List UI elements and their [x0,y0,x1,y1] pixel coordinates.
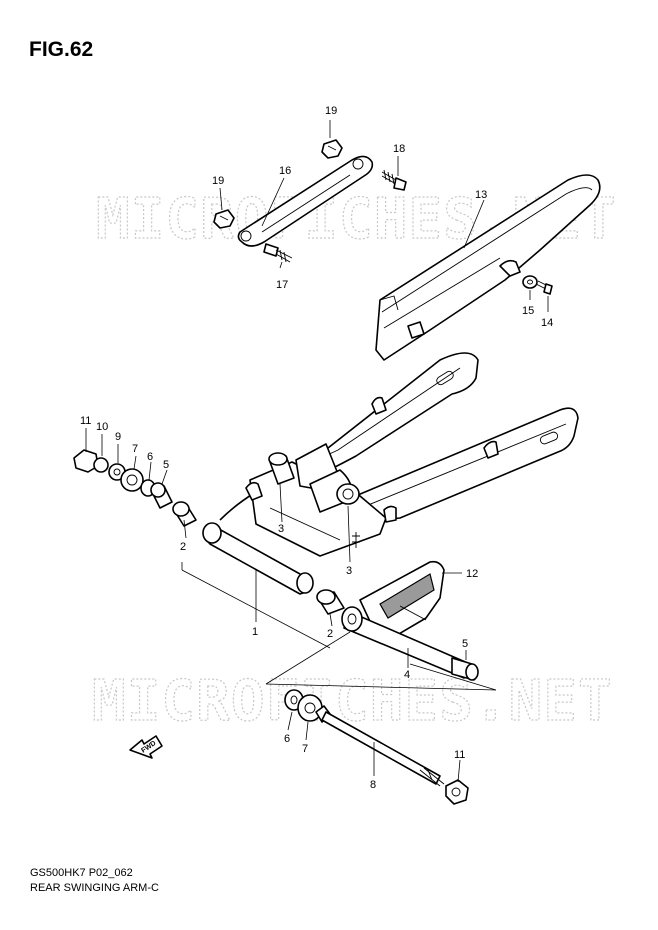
callout-16: 16 [279,165,291,177]
bushing-2-b [316,589,345,615]
callout-3-left: 3 [278,523,284,535]
bushing-2-a [172,501,197,527]
callout-5-left: 5 [163,459,169,471]
callout-15: 15 [522,305,534,317]
callout-6-left: 6 [147,451,153,463]
pivot-shaft-4 [341,606,471,679]
washer-15 [522,275,538,289]
callout-12: 12 [466,568,478,580]
bearing-7-left [120,468,144,492]
nut-19-upper [321,139,343,159]
swing-arm-1 [202,352,579,595]
leader-lines [85,120,549,783]
callout-3-right: 3 [346,565,352,577]
callout-4: 4 [404,669,410,681]
callout-7-left: 7 [132,443,138,455]
callout-10: 10 [96,421,108,433]
callout-18: 18 [393,143,405,155]
watermark-bottom: MICROFICHES.NET [92,669,613,734]
callout-2-right: 2 [327,628,333,640]
callout-7-lower: 7 [302,743,308,755]
callout-2-left: 2 [180,541,186,553]
collar-3-b [309,469,360,513]
screw-14 [535,280,553,295]
washer-10 [93,457,109,473]
callout-9: 9 [115,431,121,443]
section-name: REAR SWINGING ARM-C [30,882,159,894]
callout-1: 1 [252,626,258,638]
figure-title: FIG.62 [29,38,93,61]
grease-nipple [352,532,360,548]
bolt-17 [263,243,293,263]
chain-case-13 [375,174,601,361]
model-code: GS500HK7 P02_062 [30,867,133,879]
callout-13: 13 [475,189,487,201]
callout-14: 14 [541,317,553,329]
callout-19-left: 19 [212,175,224,187]
bolt-18 [381,169,407,191]
spacer-5-left [150,482,173,509]
collar-3-a [268,452,295,485]
pivot-bolt-8 [315,705,445,787]
chain-buffer-12 [359,560,445,639]
callout-19-upper: 19 [325,105,337,117]
torque-link-16 [237,155,374,247]
spacer-5-right [451,657,479,681]
callout-11-lower: 11 [454,749,465,761]
callout-8: 8 [370,779,376,791]
callout-11-left: 11 [80,415,91,427]
callout-5-right: 5 [462,638,468,650]
forward-direction-arrow: FWD [129,735,163,759]
callout-labels: 19 18 16 19 13 17 15 14 11 10 9 7 6 5 3 … [80,105,553,791]
nut-19-left [213,209,235,229]
nut-11-lower [445,779,469,805]
callout-17: 17 [276,279,288,291]
callout-6-lower: 6 [284,733,290,745]
